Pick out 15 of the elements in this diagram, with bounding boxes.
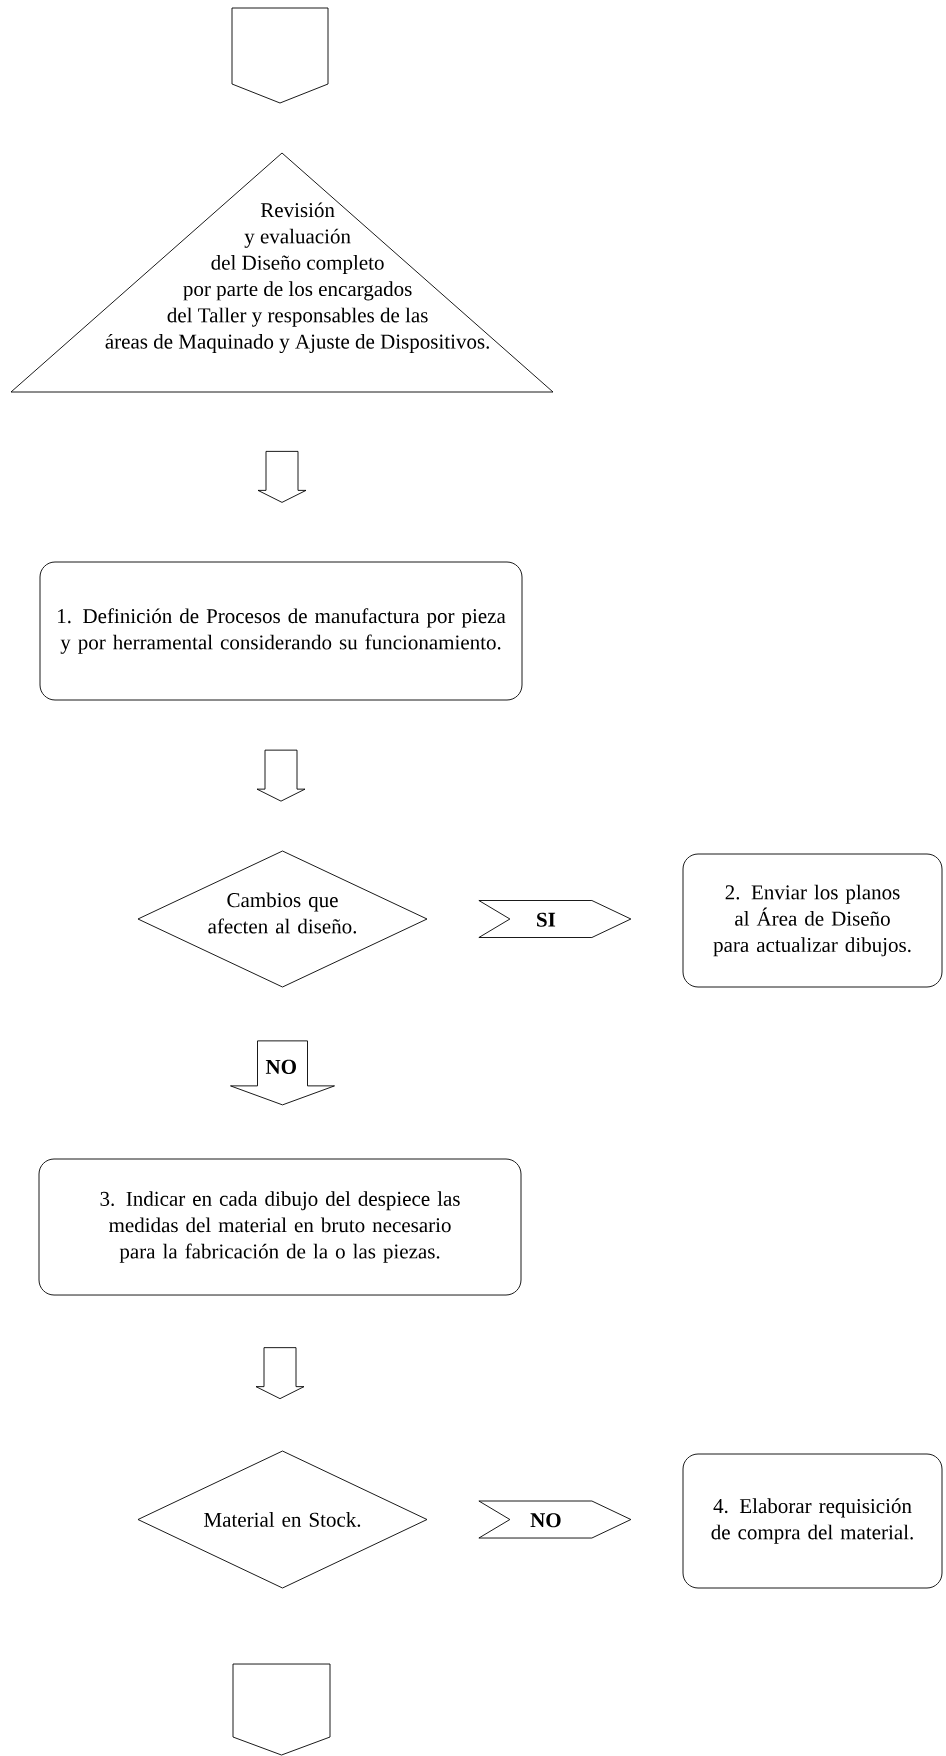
process-box: 1. Definición de Procesos de manufactura por pieza y por herramental considerando su funcionamiento.: [39, 561, 523, 701]
edge-label: NO: [529, 1512, 563, 1529]
edge-label: NO: [264, 1058, 298, 1075]
chevron-arrow: [478, 1500, 632, 1539]
off-page-connector: [232, 1663, 331, 1756]
block-arrow: [256, 749, 306, 802]
edge-label: SI: [534, 911, 557, 928]
process-box: 4. Elaborar requisición de compra del material.: [682, 1453, 943, 1589]
block-arrow: [230, 1040, 335, 1106]
chevron-arrow: [478, 900, 632, 938]
process-box: 3. Indicar en cada dibujo del despiece las medidas del material en bruto necesario para la fabricación de la o las piezas.: [38, 1158, 522, 1296]
block-arrow: [255, 1347, 305, 1400]
block-arrow: [257, 450, 307, 503]
process-box: 2. Enviar los planos al Área de Diseño para actualizar dibujos.: [682, 853, 943, 988]
off-page-connector: [231, 7, 329, 104]
